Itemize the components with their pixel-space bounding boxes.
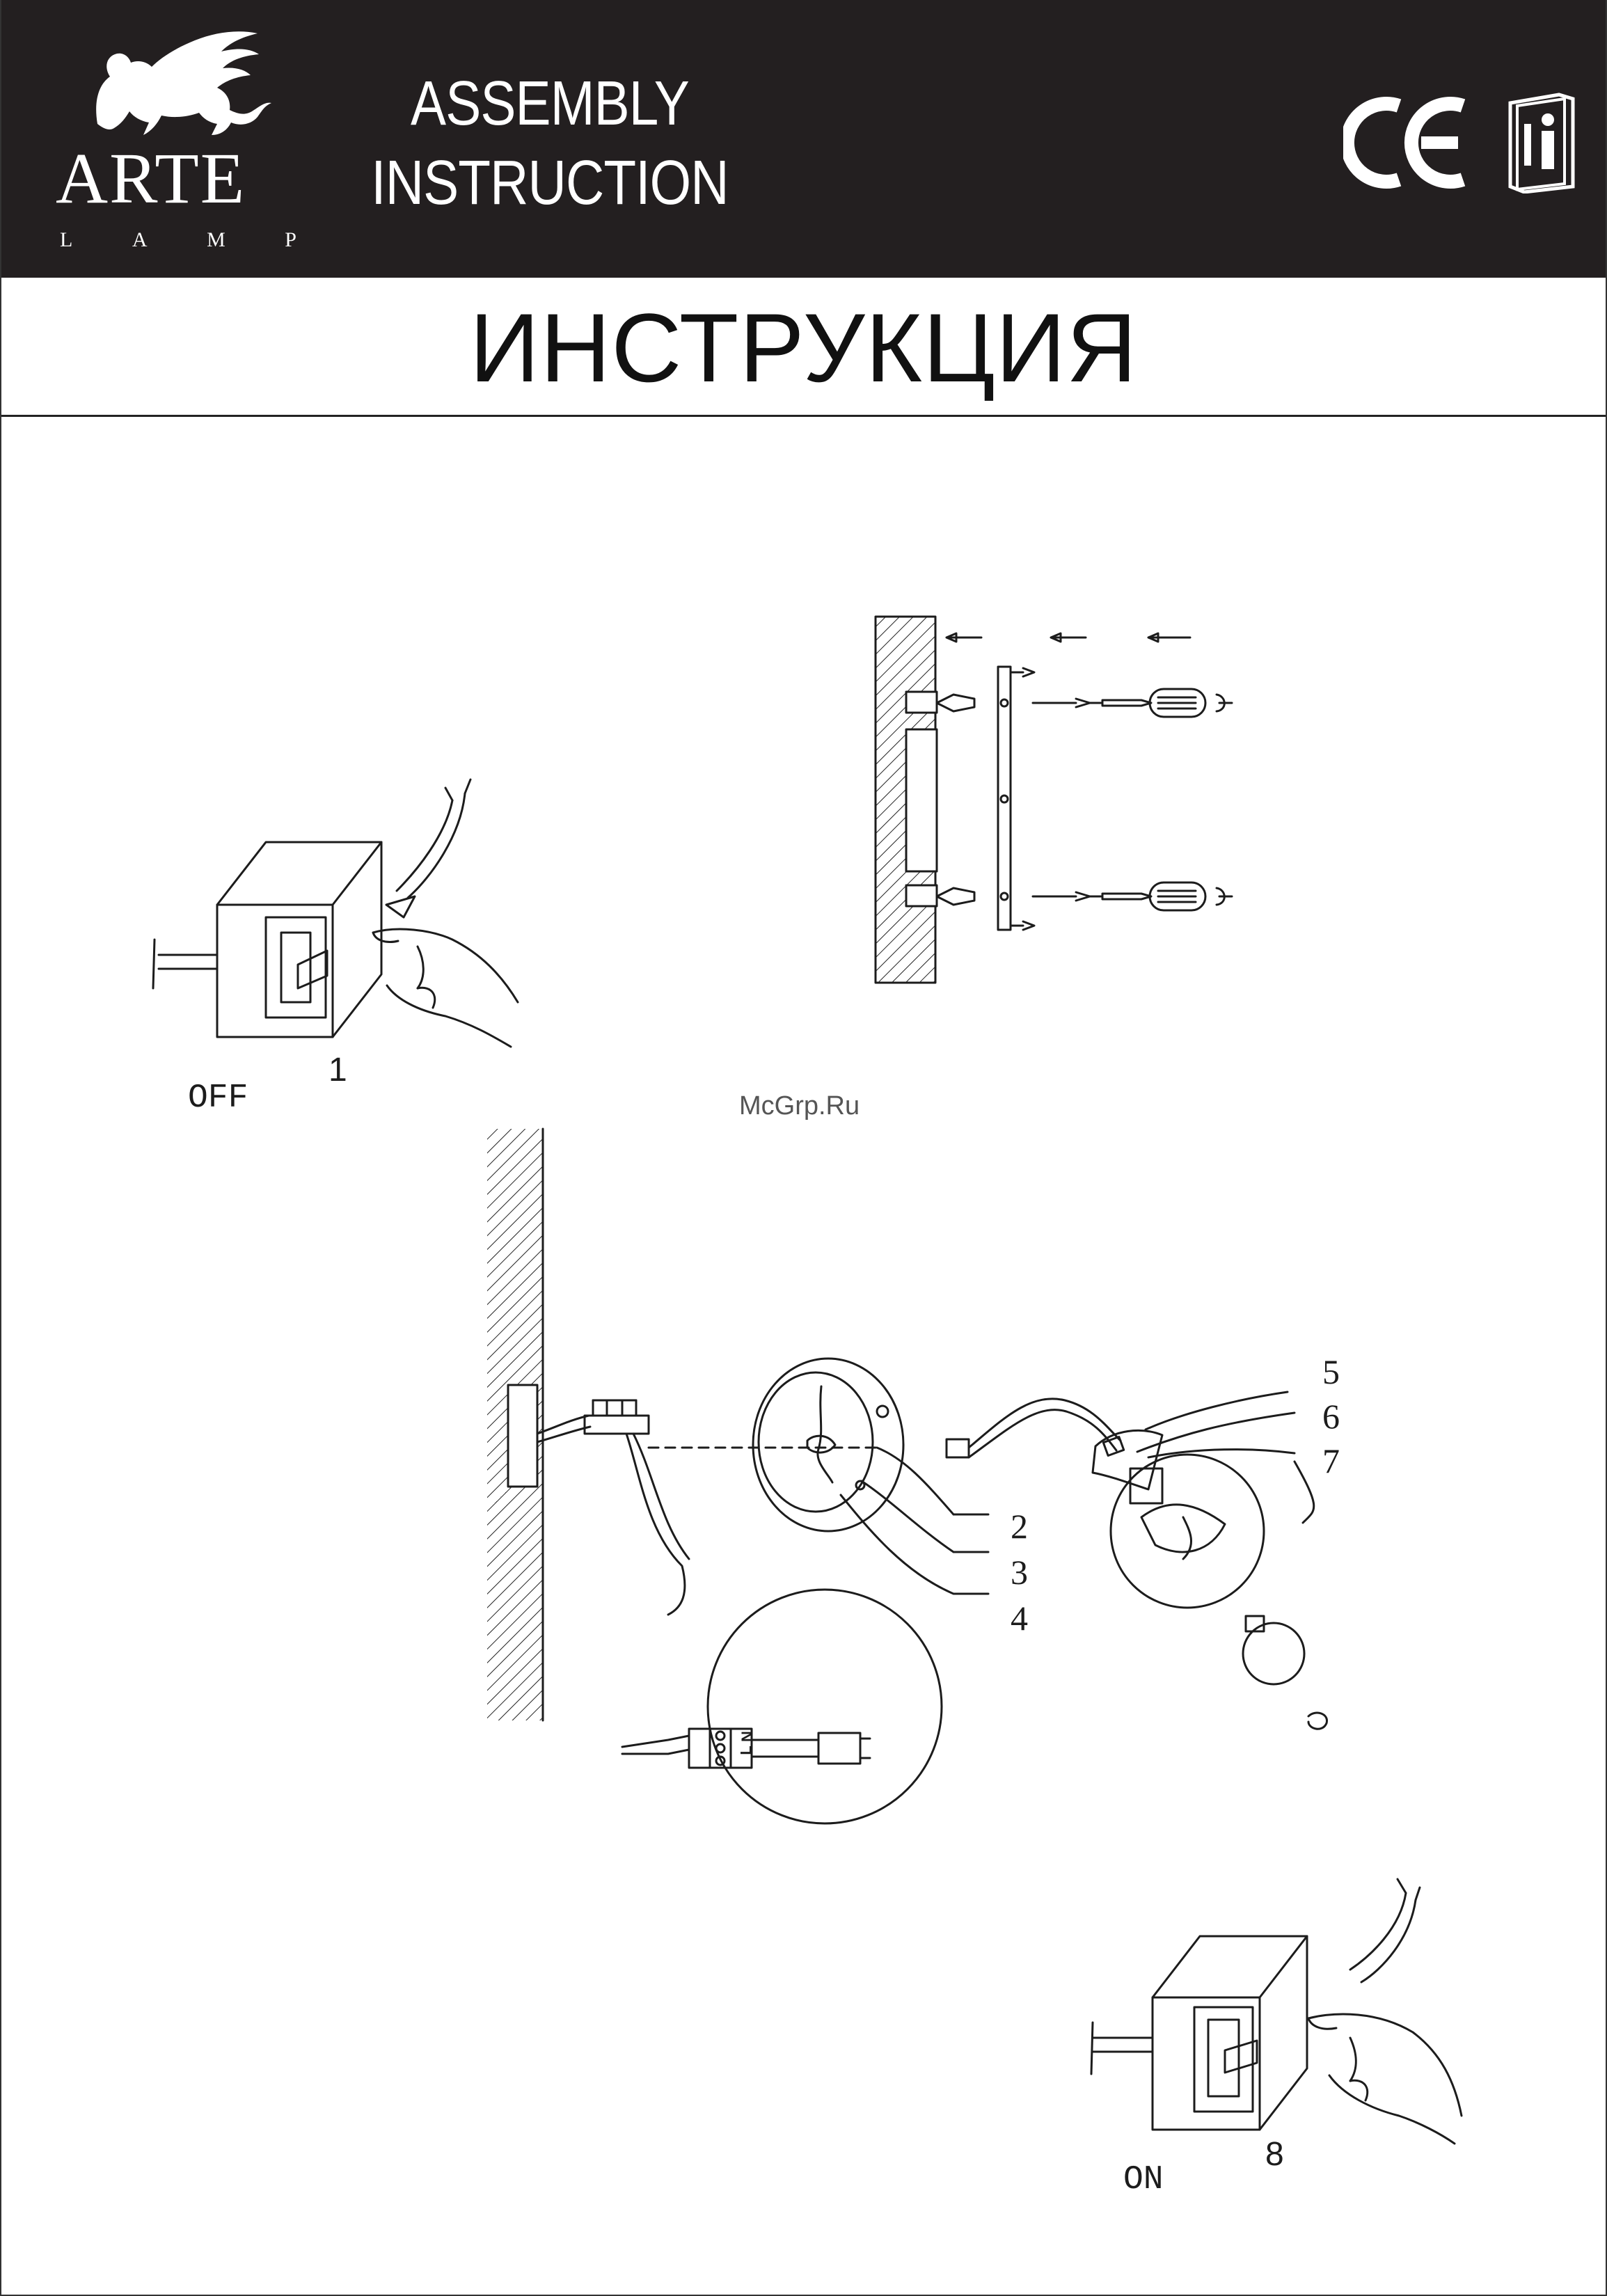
terminal-letter-n: N [740, 1731, 755, 1742]
wiring-assembly-illustration [487, 1129, 1327, 1823]
callout-4: 4 [1011, 1601, 1028, 1636]
step1-number: 1 [328, 1054, 347, 1087]
callout-7: 7 [1322, 1443, 1340, 1478]
bracket-mounting-illustration [876, 617, 1232, 983]
callout-2: 2 [1011, 1509, 1028, 1544]
terminal-letter-l: L [739, 1745, 754, 1755]
switch-on-illustration [1091, 1879, 1462, 2144]
callout-3: 3 [1011, 1555, 1028, 1590]
step8-state-label: ON [1123, 2163, 1164, 2196]
callout-6: 6 [1322, 1399, 1340, 1434]
step1-state-label: OFF [188, 1082, 248, 1115]
step8-number: 8 [1265, 2138, 1284, 2171]
watermark: McGrp.Ru [739, 1093, 860, 1119]
switch-off-illustration [153, 779, 518, 1047]
callout-5: 5 [1322, 1354, 1340, 1389]
